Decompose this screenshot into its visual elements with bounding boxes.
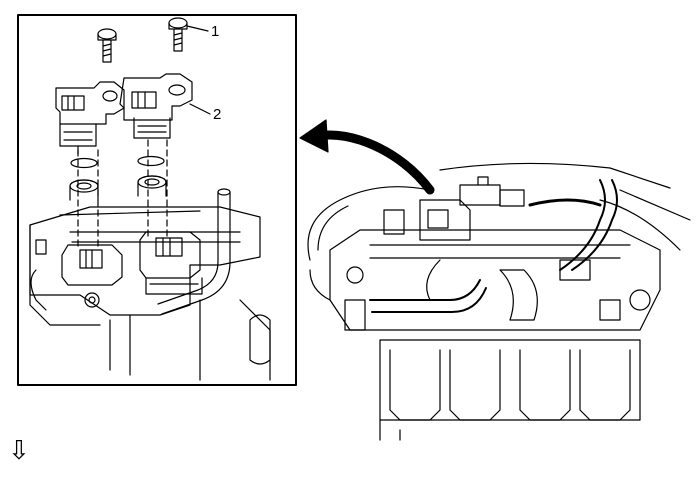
callout-2: 2 — [213, 106, 222, 123]
installed-sensor-left — [61, 244, 123, 308]
intake-housing — [29, 206, 261, 316]
down-arrow-icon[interactable]: ⇩ — [8, 436, 30, 466]
sensor-left — [55, 81, 125, 155]
bolt-left — [97, 28, 117, 63]
detail-inset-frame — [17, 14, 297, 386]
leader-1 — [186, 25, 209, 32]
pointer-arrow — [299, 119, 435, 195]
bolt-right — [168, 17, 188, 52]
inset-sensor-assembly — [29, 17, 271, 381]
o-ring-right — [137, 155, 165, 167]
engine-overview — [307, 162, 691, 441]
callout-1: 1 — [211, 23, 220, 40]
installed-sensor-right — [139, 231, 203, 295]
vacuum-tube — [157, 191, 219, 305]
sensor-right — [119, 73, 193, 139]
leader-2 — [189, 103, 211, 115]
o-ring-left — [70, 157, 98, 169]
